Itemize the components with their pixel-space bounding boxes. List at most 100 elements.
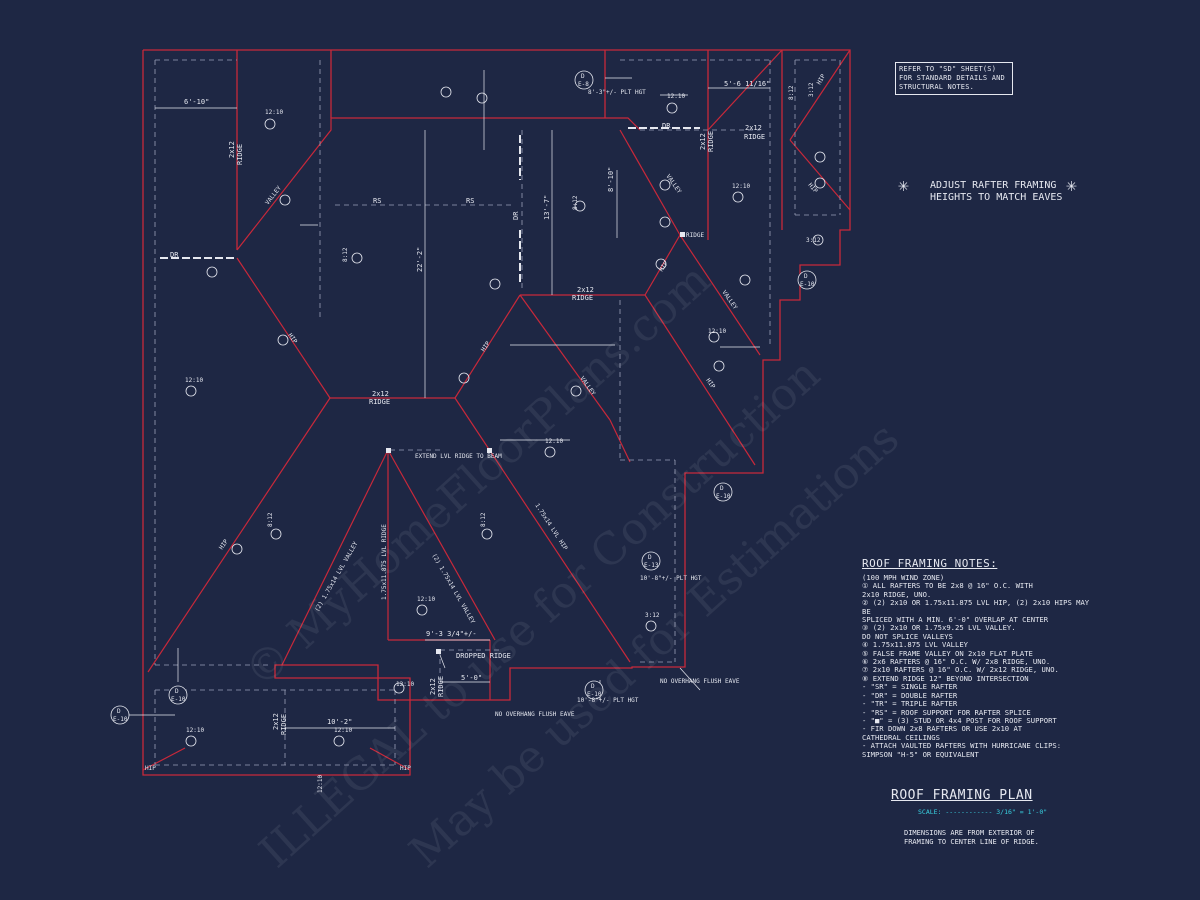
- callout-d-3: D: [720, 485, 724, 492]
- plate-height-2: 10'-8"+/- PLT HGT: [640, 575, 702, 582]
- note-item: ③ (2) 2x10 OR 1.75x9.25 LVL VALLEY.: [862, 623, 1016, 633]
- ridge-right: RIDGE: [572, 294, 593, 302]
- hip-label-7: HIP: [816, 73, 828, 86]
- dimension-footnote: DIMENSIONS ARE FROM EXTERIOR OF FRAMING …: [904, 829, 1039, 846]
- note-item: - "DR" = DOUBLE RAFTER: [862, 690, 958, 700]
- pitch-label-13: 8:12: [267, 512, 274, 527]
- ridge-left: RIDGE: [236, 144, 244, 165]
- dim-22-2: 22'-2": [416, 247, 424, 272]
- roof-support-posts: [386, 232, 685, 654]
- pitch-label-18: 12:10: [317, 775, 324, 793]
- pitch-label-4: 12:10: [732, 183, 750, 190]
- note-item: - FIR DOWN 2x8 RAFTERS OR USE 2x10 AT: [862, 724, 1023, 734]
- ridge-center: RIDGE: [369, 398, 390, 406]
- pitch-label-3: 12:10: [667, 93, 685, 100]
- detail-callouts: [110, 70, 817, 725]
- dim-9-3: 9'-3 3/4"+/-: [426, 630, 477, 638]
- ridge-dropped-size: 2x12: [429, 678, 437, 695]
- dim-6-10: 6'-10": [184, 98, 209, 106]
- callout-sheet-3: E-10: [716, 493, 731, 500]
- wall-outline: [142, 49, 851, 776]
- pitch-label-14: 8:12: [480, 512, 487, 527]
- reference-note: REFER TO "SD" SHEET(S) FOR STANDARD DETA…: [895, 62, 1013, 95]
- callout-d-5: D: [175, 688, 179, 695]
- note-item: - "SR" = SINGLE RAFTER: [862, 682, 958, 692]
- callout-d-6: D: [117, 708, 121, 715]
- note-item: - ATTACH VAULTED RAFTERS WITH HURRICANE …: [862, 741, 1062, 751]
- valley-label-2: VALLEY: [664, 173, 682, 195]
- dr-label-2: DR: [662, 122, 671, 130]
- note-item: 2x10 RIDGE, UNO.: [862, 589, 932, 599]
- notes-list: (100 MPH WIND ZONE) ① ALL RAFTERS TO BE …: [862, 573, 1102, 759]
- note-item: (100 MPH WIND ZONE): [862, 573, 945, 582]
- pitch-label-2: 12:10: [185, 377, 203, 384]
- dr-label-3: DR: [512, 211, 520, 220]
- hip-label-1: HIP: [286, 332, 298, 345]
- pitch-label-15: 8:12: [788, 85, 795, 100]
- note-item: SIMPSON "H-5" OR EQUIVALENT: [862, 749, 979, 759]
- pitch-label-11: 8:12: [342, 247, 349, 262]
- no-overhang-note-2: NO OVERHANG FLUSH EAVE: [660, 678, 740, 685]
- ridge-top-right-size: 2x12: [745, 124, 762, 132]
- roof-lines: [142, 49, 851, 771]
- pitch-label-1: 12:10: [265, 109, 283, 116]
- dimension-lines: [120, 70, 770, 729]
- note-item: - "■" = (3) STUD OR 4x4 POST FOR ROOF SU…: [862, 715, 1057, 725]
- plan-scale: SCALE: ------------ 3/16" = 1'-0": [918, 808, 1048, 816]
- no-overhang-note-1: NO OVERHANG FLUSH EAVE: [495, 711, 575, 718]
- dim-5-0: 5'-0": [461, 674, 482, 682]
- ridge-bottom: RIDGE: [280, 714, 288, 735]
- hip-label-3: HIP: [704, 377, 716, 390]
- callout-sheet-7: E-10: [587, 691, 602, 698]
- callout-d-2: D: [804, 273, 808, 280]
- callout-d-1: D: [581, 73, 585, 80]
- note-item: - "TR" = TRIPLE RAFTER: [862, 699, 958, 709]
- pitch-label-8: 12:10: [396, 681, 414, 688]
- ridge-vertical-size: 2x12: [699, 133, 707, 150]
- pitch-label-6: 12:10: [545, 438, 563, 445]
- ridge-2x12-right: 2x12: [577, 286, 594, 294]
- ridge-bottom-size: 2x12: [272, 713, 280, 730]
- ridge-2x12-center: 2x12: [372, 390, 389, 398]
- plate-height-3: 10'-8"+/- PLT HGT: [577, 697, 639, 704]
- note-item: DO NOT SPLICE VALLEYS: [862, 631, 953, 641]
- note-item: ⑦ 2x10 RAFTERS @ 16" O.C. W/ 2x12 RIDGE,…: [862, 665, 1059, 675]
- callout-sheet-4: E-13: [644, 562, 659, 569]
- pitch-label-5: 12:10: [708, 328, 726, 335]
- dr-label-1: DR: [170, 251, 179, 259]
- note-item: ⑧ EXTEND RIDGE 12" BEYOND INTERSECTION: [862, 673, 1029, 683]
- hip-label-9: HIP: [400, 765, 411, 772]
- ridge-2x12-left: 2x12: [228, 141, 236, 158]
- callout-sheet-5: E-10: [171, 696, 186, 703]
- pitch-label-9: 12:10: [186, 727, 204, 734]
- plan-text-labels: 6'-10" 5'-6 11/16" 8'-10" 13'-7" 22'-2" …: [113, 73, 827, 793]
- pitch-label-7: 12:10: [417, 596, 435, 603]
- note-item: ⑤ FALSE FRAME VALLEY ON 2x10 FLAT PLATE: [862, 648, 1033, 658]
- adjust-rafter-text: ADJUST RAFTER FRAMING HEIGHTS TO MATCH E…: [930, 180, 1063, 203]
- rs-label-1: RS: [373, 197, 381, 205]
- asterisk-icon: ✳: [898, 175, 909, 196]
- dim-8-10: 8'-10": [607, 167, 615, 192]
- extend-lvl-note: EXTEND LVL RIDGE TO BEAM: [415, 453, 502, 460]
- callout-d-4: D: [648, 554, 652, 561]
- ridge-vertical: RIDGE: [707, 131, 715, 152]
- plate-height-1: 8'-3"+/- PLT HGT: [588, 89, 646, 96]
- lvl-valley-right: (2) 1.75x14 LVL VALLEY: [430, 553, 476, 626]
- ridge-top-right: RIDGE: [744, 133, 765, 141]
- note-item: SPLICED WITH A MIN. 6'-0" OVERLAP AT CEN…: [862, 615, 1049, 625]
- callout-d-7: D: [591, 683, 595, 690]
- dim-13-7: 13'-7": [543, 195, 551, 220]
- note-item: ④ 1.75x11.875 LVL VALLEY: [862, 640, 968, 650]
- note-item: - "RS" = ROOF SUPPORT FOR RAFTER SPLICE: [862, 707, 1031, 717]
- asterisk-icon: ✳: [1066, 175, 1077, 196]
- hip-label-8: HIP: [145, 765, 156, 772]
- lvl-hip: 1.75x14 LVL HIP: [533, 502, 569, 552]
- plan-title: ROOF FRAMING PLAN: [891, 788, 1033, 803]
- dropped-ridge-note: DROPPED RIDGE: [456, 652, 511, 660]
- dim-10-2: 10'-2": [327, 718, 352, 726]
- ridge-post-label: RIDGE: [686, 232, 704, 239]
- ridge-dropped: RIDGE: [437, 676, 445, 697]
- rs-label-2: RS: [466, 197, 474, 205]
- double-rafter-marks: [160, 127, 700, 285]
